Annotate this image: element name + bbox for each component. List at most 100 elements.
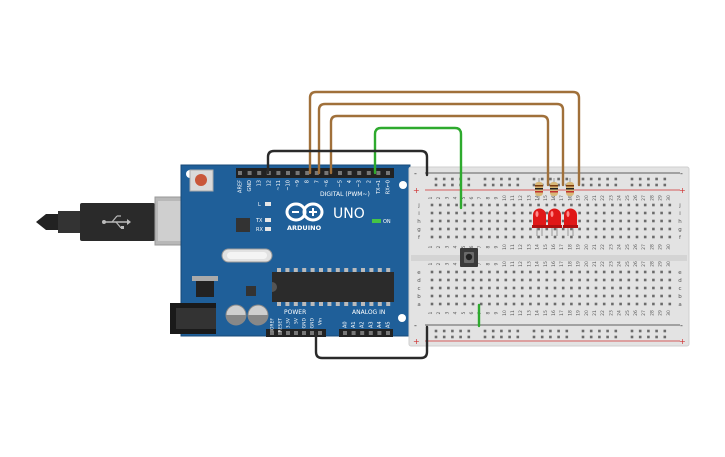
breadboard-hole[interactable] — [455, 211, 458, 215]
breadboard-hole[interactable] — [581, 335, 585, 339]
breadboard-hole[interactable] — [496, 286, 499, 290]
breadboard-hole[interactable] — [529, 227, 532, 231]
wire-black[interactable] — [266, 149, 429, 177]
breadboard-hole[interactable] — [627, 286, 631, 290]
breadboard-hole[interactable] — [619, 211, 622, 215]
breadboard-hole[interactable] — [660, 302, 663, 306]
breadboard-hole[interactable] — [508, 183, 511, 187]
breadboard-hole[interactable] — [488, 302, 491, 306]
breadboard-hole[interactable] — [463, 203, 467, 207]
breadboard-hole[interactable] — [619, 219, 622, 223]
header-pin[interactable] — [314, 171, 319, 175]
breadboard-hole[interactable] — [496, 203, 499, 207]
breadboard-hole[interactable] — [619, 278, 622, 282]
breadboard-hole[interactable] — [512, 270, 516, 274]
breadboard-hole[interactable] — [553, 227, 557, 231]
breadboard-hole[interactable] — [430, 203, 434, 207]
breadboard-hole[interactable] — [652, 211, 655, 215]
breadboard-hole[interactable] — [488, 203, 491, 207]
breadboard-hole[interactable] — [471, 211, 475, 215]
breadboard-hole[interactable] — [557, 183, 560, 187]
breadboard-hole[interactable] — [598, 329, 601, 333]
breadboard-hole[interactable] — [471, 278, 475, 282]
breadboard-hole[interactable] — [516, 177, 520, 181]
breadboard-hole[interactable] — [586, 286, 590, 290]
breadboard-hole[interactable] — [638, 177, 642, 181]
breadboard-hole[interactable] — [479, 270, 483, 274]
header-pin[interactable] — [318, 331, 322, 335]
breadboard-hole[interactable] — [496, 235, 499, 239]
breadboard-hole[interactable] — [545, 235, 549, 239]
breadboard-hole[interactable] — [570, 278, 573, 282]
breadboard-hole[interactable] — [549, 329, 552, 333]
header-pin[interactable] — [295, 171, 300, 175]
breadboard-hole[interactable] — [652, 294, 655, 298]
breadboard-hole[interactable] — [557, 177, 560, 181]
breadboard-hole[interactable] — [647, 329, 650, 333]
breadboard-hole[interactable] — [471, 227, 475, 231]
breadboard-hole[interactable] — [545, 219, 549, 223]
breadboard-hole[interactable] — [483, 183, 487, 187]
breadboard-hole[interactable] — [586, 278, 590, 282]
breadboard-hole[interactable] — [586, 219, 590, 223]
breadboard-hole[interactable] — [655, 177, 658, 181]
breadboard-hole[interactable] — [660, 278, 663, 282]
breadboard-hole[interactable] — [500, 329, 503, 333]
breadboard-hole[interactable] — [491, 177, 495, 181]
breadboard-hole[interactable] — [660, 227, 663, 231]
breadboard-hole[interactable] — [594, 203, 598, 207]
breadboard-hole[interactable] — [438, 286, 442, 290]
breadboard-hole[interactable] — [668, 286, 672, 290]
breadboard-hole[interactable] — [627, 219, 631, 223]
breadboard-hole[interactable] — [463, 235, 467, 239]
breadboard-hole[interactable] — [438, 235, 442, 239]
breadboard-hole[interactable] — [602, 211, 606, 215]
breadboard-hole[interactable] — [447, 270, 450, 274]
breadboard-hole[interactable] — [430, 286, 434, 290]
breadboard-hole[interactable] — [570, 302, 573, 306]
breadboard-hole[interactable] — [652, 203, 655, 207]
breadboard-hole[interactable] — [455, 270, 458, 274]
pushbutton[interactable] — [460, 248, 478, 267]
breadboard-hole[interactable] — [529, 294, 532, 298]
breadboard-hole[interactable] — [611, 294, 614, 298]
breadboard-hole[interactable] — [668, 270, 672, 274]
breadboard-hole[interactable] — [643, 278, 647, 282]
breadboard-hole[interactable] — [635, 294, 639, 298]
breadboard-hole[interactable] — [516, 335, 520, 339]
header-pin[interactable] — [302, 331, 306, 335]
breadboard-hole[interactable] — [532, 329, 536, 333]
breadboard-hole[interactable] — [455, 219, 458, 223]
breadboard-hole[interactable] — [520, 235, 524, 239]
breadboard-hole[interactable] — [635, 235, 639, 239]
breadboard-hole[interactable] — [463, 211, 467, 215]
header-pin[interactable] — [278, 331, 282, 335]
breadboard-hole[interactable] — [467, 335, 471, 339]
breadboard-hole[interactable] — [504, 235, 508, 239]
breadboard-hole[interactable] — [455, 286, 458, 290]
breadboard-hole[interactable] — [652, 286, 655, 290]
breadboard-hole[interactable] — [496, 302, 499, 306]
breadboard-hole[interactable] — [647, 177, 650, 181]
breadboard-hole[interactable] — [496, 227, 499, 231]
breadboard-hole[interactable] — [508, 335, 511, 339]
breadboard-hole[interactable] — [532, 335, 536, 339]
breadboard-hole[interactable] — [578, 278, 581, 282]
breadboard-hole[interactable] — [512, 235, 516, 239]
breadboard-hole[interactable] — [529, 302, 532, 306]
breadboard-hole[interactable] — [660, 235, 663, 239]
breadboard-hole[interactable] — [471, 270, 475, 274]
wire-green[interactable] — [373, 126, 463, 210]
header-pin[interactable] — [357, 171, 362, 175]
breadboard-hole[interactable] — [638, 183, 642, 187]
breadboard-hole[interactable] — [668, 211, 672, 215]
breadboard-hole[interactable] — [611, 302, 614, 306]
breadboard-hole[interactable] — [602, 286, 606, 290]
header-pin[interactable] — [360, 331, 365, 335]
breadboard-hole[interactable] — [578, 294, 581, 298]
header-pin[interactable] — [351, 331, 356, 335]
breadboard-hole[interactable] — [512, 278, 516, 282]
breadboard-hole[interactable] — [594, 278, 598, 282]
breadboard-hole[interactable] — [483, 329, 487, 333]
